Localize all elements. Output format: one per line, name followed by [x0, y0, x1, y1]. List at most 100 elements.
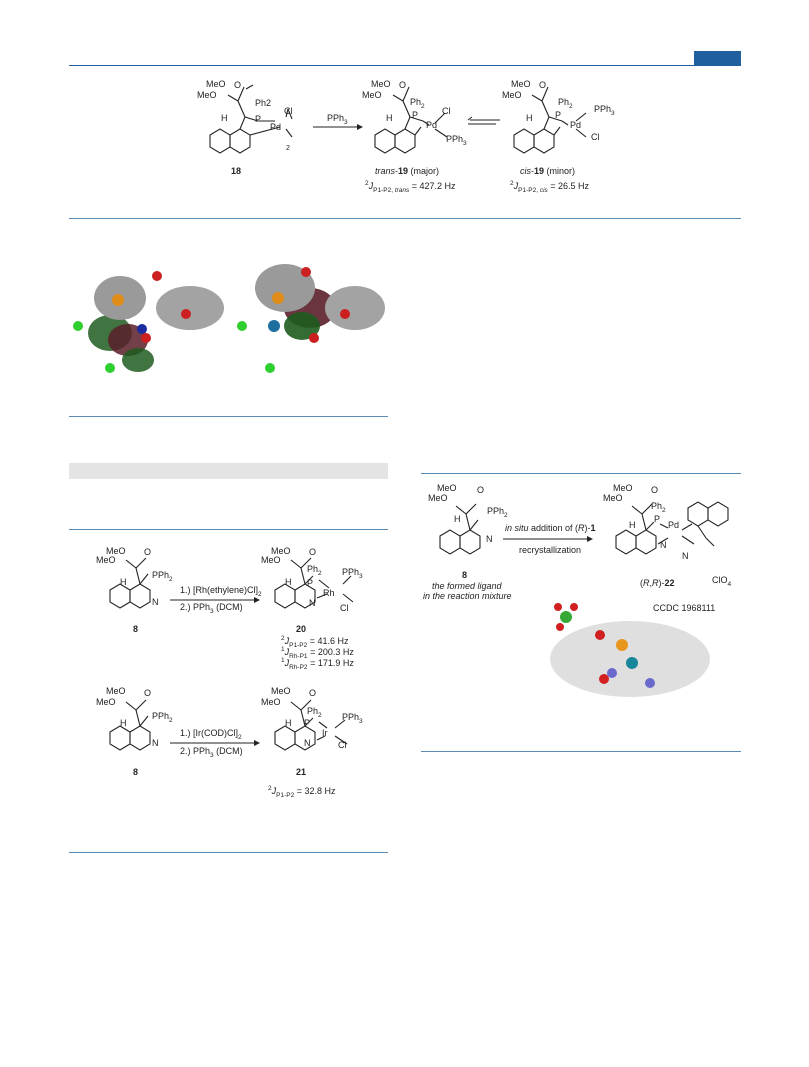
- molecule-trans-19-structure: [374, 86, 448, 154]
- atom-meo-1: MeO: [206, 79, 226, 89]
- atom-h-2: H: [386, 113, 393, 123]
- ir-product-ph2: Ph2: [307, 706, 322, 719]
- complex-22-label: (R,R)-22: [640, 578, 675, 588]
- atom-ph2-2: Ph2: [410, 97, 425, 110]
- rh-product-rh: Rh: [323, 588, 335, 598]
- complex-22-clo4: ClO4: [712, 575, 732, 588]
- complex-22-meo-2: MeO: [603, 493, 623, 503]
- equilibrium-arrow: [467, 116, 500, 125]
- rh-ligand-pph2: PPh2: [152, 570, 173, 583]
- rh-ligand-o: O: [144, 547, 152, 557]
- ligand-8-h: H: [454, 514, 461, 524]
- ir-reaction-arrow: [170, 740, 260, 746]
- trans-19-coupling: 2JP1-P2, trans = 427.2 Hz: [365, 180, 456, 194]
- ligand-8-n: N: [486, 534, 493, 544]
- ir-ligand-label: 8: [133, 767, 139, 777]
- atom-cl-3: Cl: [591, 132, 600, 142]
- atom-ph2-1: Ph2: [255, 98, 272, 108]
- ccdc-label: CCDC 1968111: [653, 603, 716, 613]
- ligand-8-pph2: PPh2: [487, 506, 508, 519]
- scheme-2-top-rule: [421, 473, 741, 474]
- orbital-model-left: [73, 271, 224, 373]
- complex-22-n-1: N: [660, 540, 667, 550]
- atom-meo-6: MeO: [502, 90, 522, 100]
- ir-product-cl: Cl: [338, 740, 347, 750]
- scheme-1-bottom-rule: [69, 218, 741, 219]
- header-accent-bar: [694, 51, 741, 65]
- atom-pph3-2: PPh3: [594, 104, 615, 117]
- atom-cl-1: Cl: [284, 106, 293, 116]
- ligand-8-caption-1: the formed ligand: [432, 581, 502, 591]
- ir-product-label: 21: [296, 767, 307, 777]
- atom-h-3: H: [526, 113, 533, 123]
- ir-ligand-h: H: [120, 718, 127, 728]
- rh-product-pph3: PPh3: [342, 567, 363, 580]
- atom-o-1: O: [234, 80, 242, 90]
- atom-pd-3: Pd: [570, 120, 582, 130]
- crystal-structure-model: [550, 603, 710, 697]
- rh-product-n: N: [309, 598, 316, 608]
- rh-j3: 1JRh-P2 = 171.9 Hz: [281, 657, 354, 671]
- ir-step-2: 2.) PPh3 (DCM): [180, 746, 243, 759]
- rh-ligand-meo-1: MeO: [106, 546, 126, 556]
- ligand-8-structure-ir: [109, 699, 151, 751]
- molecule-18-structure: [209, 84, 293, 154]
- ir-product-pph3: PPh3: [342, 712, 363, 725]
- atom-pd-1: Pd: [270, 122, 282, 132]
- complex-22-ph2: Ph2: [651, 501, 666, 514]
- ir-product-h: H: [285, 718, 292, 728]
- ligand-8-o: O: [477, 485, 485, 495]
- ir-product-n: N: [304, 738, 311, 748]
- ir-product-o: O: [309, 688, 317, 698]
- atom-o-3: O: [539, 80, 547, 90]
- atom-meo-5: MeO: [511, 79, 531, 89]
- atom-meo-3: MeO: [371, 79, 391, 89]
- complex-22-h: H: [629, 520, 636, 530]
- rh-j2: 1JRh-P1 = 200.3 Hz: [281, 646, 354, 660]
- atom-p-1: P: [255, 114, 262, 124]
- atom-p-2: P: [412, 110, 419, 120]
- reagent-pph3: PPh3: [327, 113, 348, 126]
- ir-ligand-meo-1: MeO: [106, 686, 126, 696]
- atom-two: 2: [286, 145, 290, 152]
- ir-ligand-n: N: [152, 738, 159, 748]
- scheme-2-reaction-arrow: [503, 536, 593, 542]
- ligand-8-caption-2: in the reaction mixture: [423, 591, 512, 601]
- rh-product-o: O: [309, 547, 317, 557]
- ir-complex-21-structure: [274, 699, 348, 751]
- reaction-arrow-1: [313, 124, 363, 130]
- complex-22-structure: [615, 501, 729, 555]
- complex-22-n-2: N: [682, 551, 689, 561]
- rh-product-ph2: Ph2: [307, 564, 322, 577]
- table-header-band: [69, 463, 388, 479]
- ligand-8-structure: [439, 503, 481, 555]
- rh-ligand-n: N: [152, 597, 159, 607]
- atom-p-3: P: [555, 110, 562, 120]
- scheme-3-bottom-rule: [69, 852, 388, 853]
- complex-22-p: P: [654, 514, 661, 524]
- rh-step-1: 1.) [Rh(ethylene)Cl]2: [180, 585, 262, 598]
- orbital-bottom-rule: [69, 416, 388, 417]
- ligand-8-structure-rh: [109, 557, 151, 609]
- atom-pd-2: Pd: [426, 120, 438, 130]
- atom-meo-4: MeO: [362, 90, 382, 100]
- complex-22-meo-1: MeO: [613, 483, 633, 493]
- scheme-2-step-2: recrystallization: [519, 545, 582, 555]
- rh-j1: 2JP1-P2 = 41.6 Hz: [281, 635, 349, 649]
- rh-step-2: 2.) PPh3 (DCM): [180, 602, 243, 615]
- scheme-2-step-1: in situ addition of (R)-1: [505, 523, 596, 533]
- atom-pph3-1: PPh3: [446, 134, 467, 147]
- atom-o-2: O: [399, 80, 407, 90]
- ir-product-meo-1: MeO: [271, 686, 291, 696]
- cis-19-coupling: 2JP1-P2, cis = 26.5 Hz: [510, 180, 590, 194]
- complex-22-pd: Pd: [668, 520, 680, 530]
- rh-product-cl: Cl: [340, 603, 349, 613]
- rh-product-label: 20: [296, 624, 307, 634]
- rh-product-h: H: [285, 577, 292, 587]
- ir-product-ir: Ir: [322, 728, 328, 738]
- ir-product-p: P: [304, 718, 311, 728]
- rh-ligand-label: 8: [133, 624, 139, 634]
- rh-product-meo-2: MeO: [261, 555, 281, 565]
- rh-ligand-meo-2: MeO: [96, 555, 116, 565]
- rh-reaction-arrow: [170, 597, 260, 603]
